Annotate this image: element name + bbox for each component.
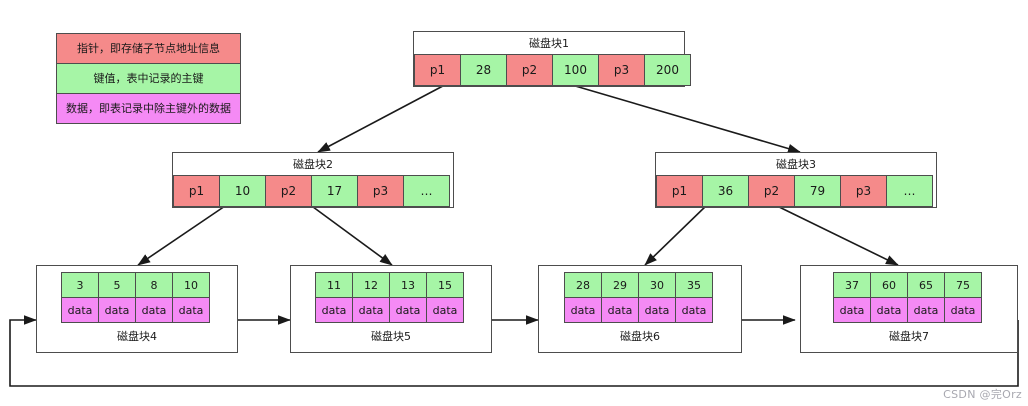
cell-p3[interactable]: p3 — [598, 54, 645, 86]
legend: 指针，即存储子节点地址信息 键值，表中记录的主键 数据，即表记录中除主键外的数据 — [56, 33, 241, 124]
leaf-data: data — [601, 297, 639, 323]
node-block7-keys: 37 60 65 75 — [833, 272, 985, 298]
cell-p1[interactable]: p1 — [173, 175, 220, 207]
cell-p3[interactable]: p3 — [357, 175, 404, 207]
leaf-key: 10 — [172, 272, 210, 298]
cell-p2[interactable]: p2 — [506, 54, 553, 86]
node-block3-title: 磁盘块3 — [776, 158, 816, 171]
node-block7-grid: 37 60 65 75 data data data data — [833, 272, 985, 323]
leaf-key: 28 — [564, 272, 602, 298]
legend-item-pointer: 指针，即存储子节点地址信息 — [57, 34, 240, 64]
leaf-data: data — [98, 297, 136, 323]
node-block4-data: data data data data — [61, 297, 213, 323]
leaf-data: data — [315, 297, 353, 323]
node-block1-title: 磁盘块1 — [529, 37, 569, 50]
cell-p1[interactable]: p1 — [414, 54, 461, 86]
leaf-data: data — [638, 297, 676, 323]
cell-p1[interactable]: p1 — [656, 175, 703, 207]
cell-p2[interactable]: p2 — [265, 175, 312, 207]
node-block5-grid: 11 12 13 15 data data data data — [315, 272, 467, 323]
cell-key-ellipsis: … — [403, 175, 450, 207]
leaf-data: data — [389, 297, 427, 323]
leaf-key: 8 — [135, 272, 173, 298]
node-block5-keys: 11 12 13 15 — [315, 272, 467, 298]
node-block4-grid: 3 5 8 10 data data data data — [61, 272, 213, 323]
leaf-data: data — [564, 297, 602, 323]
node-block6-data: data data data data — [564, 297, 716, 323]
node-block7: 37 60 65 75 data data data data 磁盘块7 — [800, 265, 1018, 353]
leaf-key: 12 — [352, 272, 390, 298]
node-block7-title: 磁盘块7 — [889, 330, 929, 343]
leaf-data: data — [944, 297, 982, 323]
leaf-key: 3 — [61, 272, 99, 298]
edge-block3-to-block6 — [644, 203, 709, 266]
leaf-key: 37 — [833, 272, 871, 298]
edge-block2-to-block5 — [308, 203, 393, 266]
leaf-key: 5 — [98, 272, 136, 298]
node-block2-title: 磁盘块2 — [293, 158, 333, 171]
cell-key-17: 17 — [311, 175, 358, 207]
node-block2: 磁盘块2 p1 10 p2 17 p3 … — [172, 152, 454, 208]
cell-p3[interactable]: p3 — [840, 175, 887, 207]
node-block6-grid: 28 29 30 35 data data data data — [564, 272, 716, 323]
cell-key-79: 79 — [794, 175, 841, 207]
legend-item-data: 数据，即表记录中除主键外的数据 — [57, 94, 240, 123]
edge-block2-to-block4 — [137, 203, 229, 266]
leaf-key: 13 — [389, 272, 427, 298]
leaf-data: data — [172, 297, 210, 323]
leaf-data: data — [135, 297, 173, 323]
legend-item-key: 键值，表中记录的主键 — [57, 64, 240, 94]
node-block4: 3 5 8 10 data data data data 磁盘块4 — [36, 265, 238, 353]
leaf-key: 29 — [601, 272, 639, 298]
leaf-data: data — [907, 297, 945, 323]
leaf-data: data — [426, 297, 464, 323]
leaf-key: 65 — [907, 272, 945, 298]
cell-key-28: 28 — [460, 54, 507, 86]
leaf-key: 30 — [638, 272, 676, 298]
node-block2-cells: p1 10 p2 17 p3 … — [173, 175, 455, 207]
leaf-data: data — [352, 297, 390, 323]
leaf-key: 60 — [870, 272, 908, 298]
node-block4-title: 磁盘块4 — [117, 330, 157, 343]
node-block3-cells: p1 36 p2 79 p3 … — [656, 175, 938, 207]
node-block3: 磁盘块3 p1 36 p2 79 p3 … — [655, 152, 937, 208]
leaf-key: 15 — [426, 272, 464, 298]
leaf-data: data — [833, 297, 871, 323]
cell-key-ellipsis: … — [886, 175, 933, 207]
node-block6-title: 磁盘块6 — [620, 330, 660, 343]
cell-key-200: 200 — [644, 54, 691, 86]
node-block1: 磁盘块1 p1 28 p2 100 p3 200 — [413, 31, 691, 87]
edge-block3-to-block7 — [772, 203, 899, 266]
cell-key-36: 36 — [702, 175, 749, 207]
cell-p2[interactable]: p2 — [748, 175, 795, 207]
node-block6-keys: 28 29 30 35 — [564, 272, 716, 298]
cell-key-100: 100 — [552, 54, 599, 86]
leaf-data: data — [870, 297, 908, 323]
node-block5-title: 磁盘块5 — [371, 330, 411, 343]
leaf-key: 75 — [944, 272, 982, 298]
node-block5-data: data data data data — [315, 297, 467, 323]
node-block6: 28 29 30 35 data data data data 磁盘块6 — [538, 265, 742, 353]
node-block5: 11 12 13 15 data data data data 磁盘块5 — [290, 265, 492, 353]
cell-key-10: 10 — [219, 175, 266, 207]
edge-root-to-block2 — [317, 77, 459, 153]
node-block7-data: data data data data — [833, 297, 985, 323]
leaf-key: 35 — [675, 272, 713, 298]
node-block4-keys: 3 5 8 10 — [61, 272, 213, 298]
watermark: CSDN @完Orz — [943, 388, 1022, 401]
node-block1-cells: p1 28 p2 100 p3 200 — [414, 54, 696, 86]
edge-root-to-block3 — [547, 77, 801, 154]
leaf-data: data — [675, 297, 713, 323]
leaf-data: data — [61, 297, 99, 323]
leaf-key: 11 — [315, 272, 353, 298]
